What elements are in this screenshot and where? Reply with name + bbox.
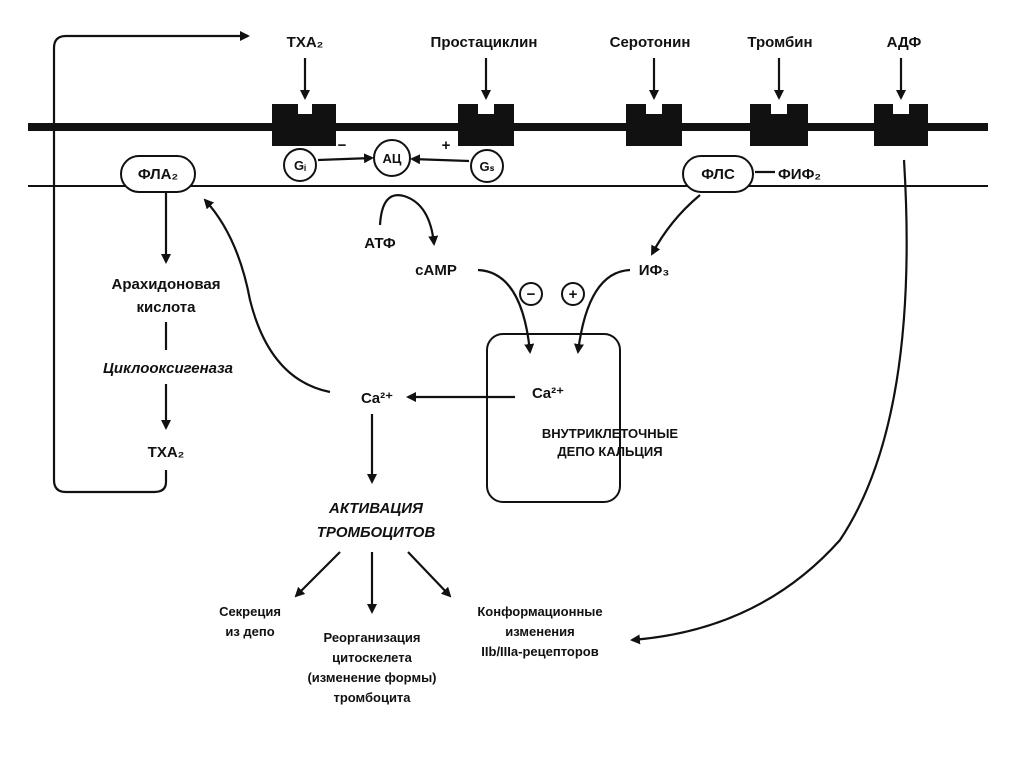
gs-plus-sign: + bbox=[442, 137, 451, 154]
label-adp: АДФ bbox=[887, 34, 922, 51]
fls-label: ФЛС bbox=[701, 166, 735, 183]
arrow-if3-store bbox=[574, 268, 631, 354]
arachidonic-acid-line1: Арахидоновая bbox=[112, 276, 221, 293]
reorg-line3: (изменение формы) bbox=[307, 670, 436, 685]
gi-label: Gᵢ bbox=[294, 158, 306, 173]
conform-line1: Конформационные bbox=[477, 604, 602, 619]
fif2-label: ФИФ₂ bbox=[778, 166, 821, 183]
camp-label: cAMP bbox=[415, 262, 457, 279]
conform-line3: IIb/IIIa-рецепторов bbox=[481, 644, 598, 659]
gi-minus-sign: − bbox=[338, 137, 347, 154]
arrow-ca-fla2 bbox=[203, 198, 331, 394]
gs-protein-circle bbox=[470, 149, 504, 183]
gs-label: Gₛ bbox=[480, 159, 495, 174]
arrow-gi-to-ac bbox=[317, 153, 374, 164]
gi-protein-circle bbox=[283, 148, 317, 182]
secretion-line2: из депо bbox=[225, 624, 274, 639]
cyclooxygenase-label: Циклооксигеназа bbox=[103, 360, 233, 377]
activate-sign-circle bbox=[561, 282, 585, 306]
store-label-line2: ДЕПО КАЛЬЦИЯ bbox=[557, 444, 662, 459]
label-txa2: ТХА₂ bbox=[287, 34, 324, 51]
fls-pill bbox=[682, 155, 754, 193]
arachidonic-acid-line2: кислота bbox=[137, 299, 197, 316]
receptor-prostacyclin bbox=[458, 104, 514, 146]
conform-line2: изменения bbox=[505, 624, 575, 639]
fla2-pill bbox=[120, 155, 196, 193]
calcium-store-box bbox=[486, 333, 621, 503]
receptor-txa2 bbox=[272, 104, 336, 146]
reorg-line1: Реорганизация bbox=[323, 630, 420, 645]
activation-line2: ТРОМБОЦИТОВ bbox=[317, 524, 436, 541]
if3-label: ИФ₃ bbox=[639, 262, 670, 279]
txa2-feedback-loop bbox=[52, 31, 250, 494]
fla2-label: ФЛА₂ bbox=[138, 166, 178, 183]
store-label-line1: ВНУТРИКЛЕТОЧНЫЕ bbox=[542, 426, 679, 441]
cytosolic-ca-label: Ca²⁺ bbox=[361, 390, 393, 407]
arrow-gs-to-ac bbox=[410, 154, 470, 165]
arrow-activation-conform bbox=[407, 551, 452, 598]
reorg-line2: цитоскелета bbox=[332, 650, 412, 665]
activate-sign: + bbox=[569, 286, 578, 303]
label-serotonin: Серотонин bbox=[610, 34, 691, 51]
arrow-adp-conform bbox=[630, 159, 908, 645]
receptor-serotonin bbox=[626, 104, 682, 146]
label-prostacyclin: Простациклин bbox=[431, 34, 538, 51]
txa2-product-label: ТХА₂ bbox=[148, 444, 185, 461]
receptor-adp bbox=[874, 104, 928, 146]
arrow-camp-store bbox=[477, 268, 535, 354]
arrow-fls-if3 bbox=[651, 194, 701, 256]
reorg-line4: тромбоцита bbox=[333, 690, 411, 705]
ac-label: АЦ bbox=[383, 151, 402, 166]
arrow-atf-camp bbox=[378, 194, 439, 246]
secretion-line1: Секреция bbox=[219, 604, 281, 619]
receptor-thrombin bbox=[750, 104, 808, 146]
ac-circle bbox=[373, 139, 411, 177]
atf-label: АТФ bbox=[364, 235, 396, 252]
inhibit-sign-circle bbox=[519, 282, 543, 306]
store-ca-label: Ca²⁺ bbox=[532, 385, 564, 402]
inhibit-sign: − bbox=[527, 286, 536, 303]
activation-line1: АКТИВАЦИЯ bbox=[328, 500, 424, 517]
arrow-activation-secretion bbox=[294, 551, 341, 598]
label-thrombin: Тромбин bbox=[747, 34, 812, 51]
